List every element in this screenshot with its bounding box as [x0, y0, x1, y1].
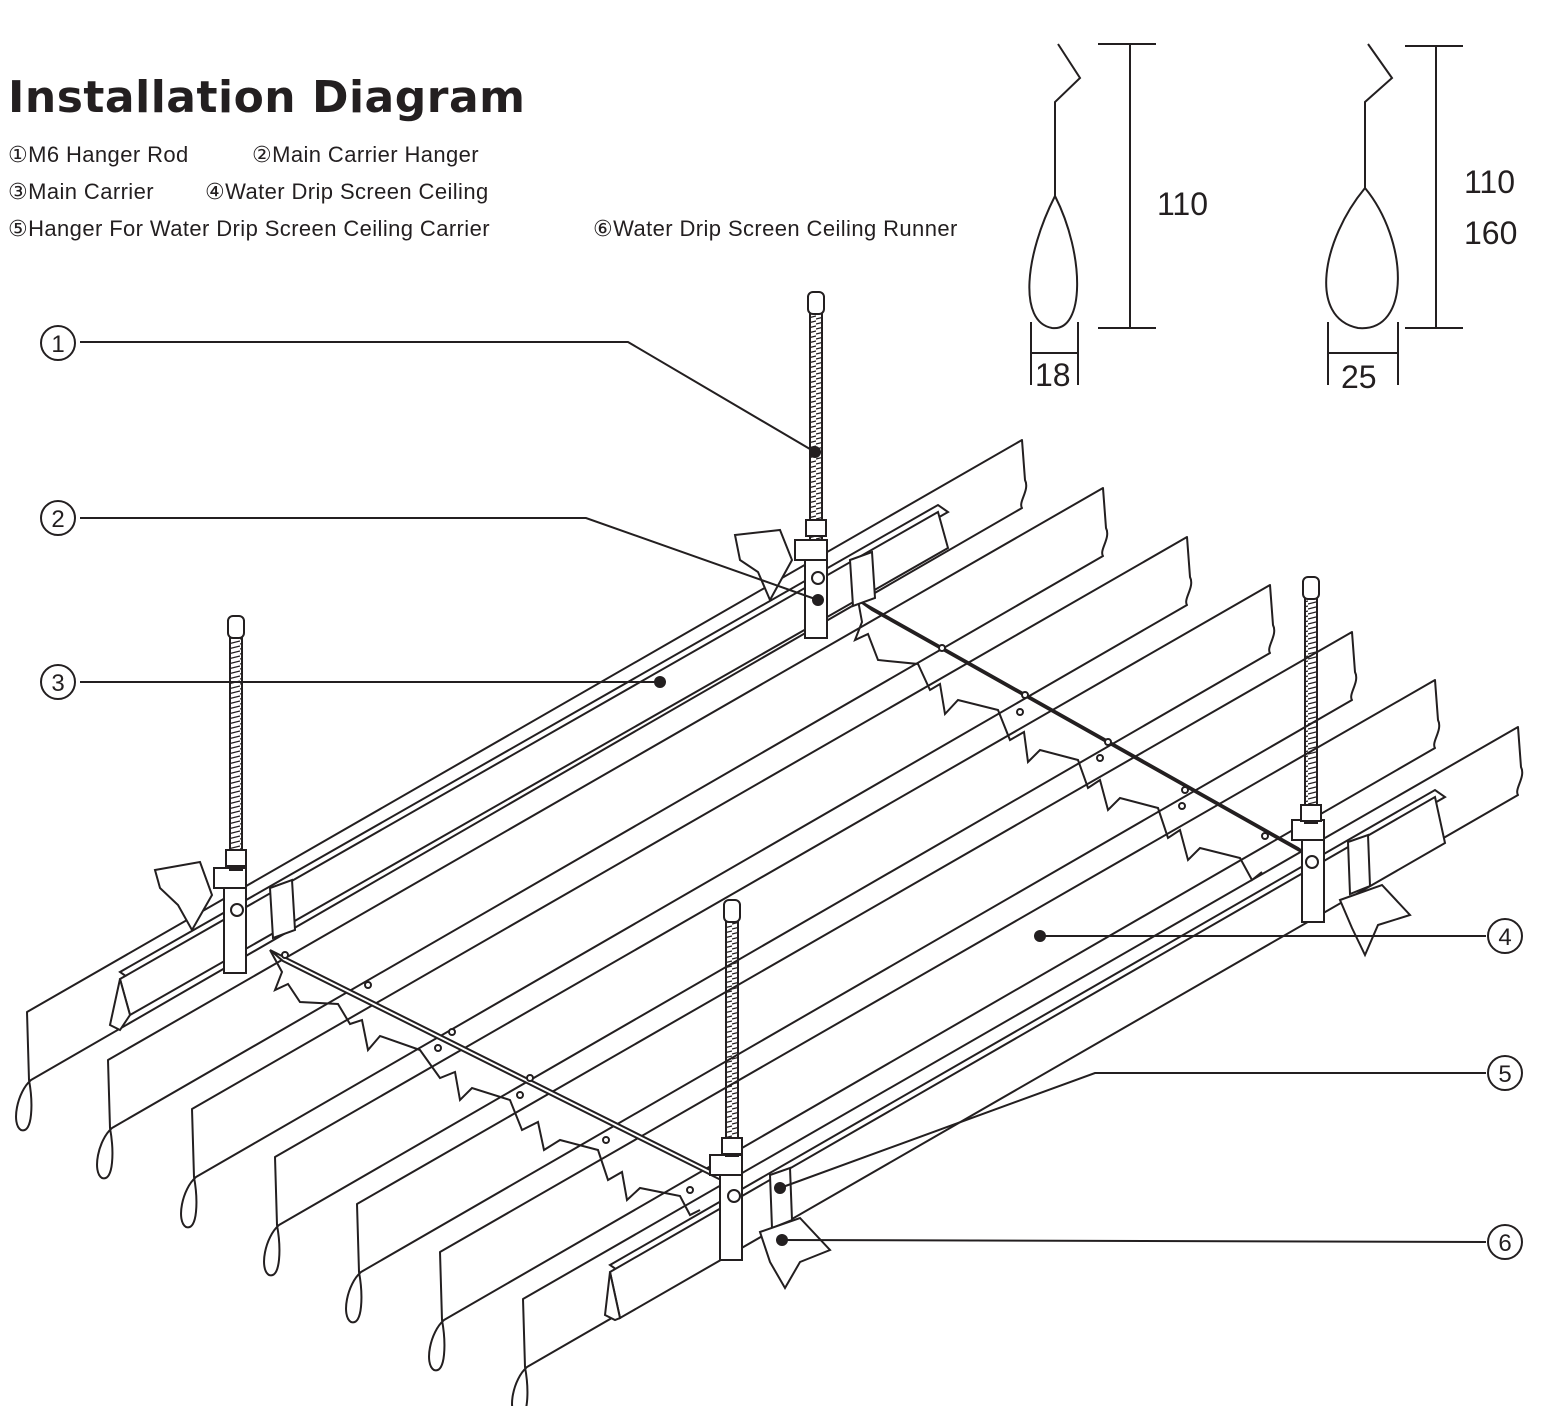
- callout-number: 4: [1498, 924, 1511, 951]
- leader-dots: [654, 446, 1046, 1246]
- legend-label: Hanger For Water Drip Screen Ceiling Car…: [28, 216, 490, 241]
- screen-ceiling-strip: [96, 487, 1109, 1180]
- dimension-height-b: 160: [1464, 215, 1517, 251]
- hanger-rod-near-left: [721, 899, 743, 1157]
- main-carrier-hanger-far-right: [733, 528, 877, 639]
- callout-number: 1: [51, 331, 64, 358]
- profile-outline: [1325, 43, 1399, 330]
- legend-item-hanger-rod: ①M6 Hanger Rod: [8, 142, 189, 168]
- profile-section-18: [1028, 43, 1156, 385]
- callout-1: 1: [40, 325, 76, 361]
- main-carrier-near: [603, 788, 1447, 1322]
- main-carrier-far: [108, 503, 950, 1032]
- leader-line-5: [779, 1072, 1486, 1189]
- callout-number: 5: [1498, 1061, 1511, 1088]
- legend-item-screen-ceiling: ④Water Drip Screen Ceiling: [205, 179, 489, 205]
- callout-3: 3: [40, 664, 76, 700]
- dimension-height-a: 110: [1464, 164, 1515, 200]
- legend-number: ①: [8, 143, 29, 168]
- legend-item-runner: ⑥Water Drip Screen Ceiling Runner: [593, 216, 958, 242]
- leader-dot: [809, 446, 821, 458]
- dimension-height: 110: [1157, 186, 1208, 222]
- legend-number: ⑥: [593, 217, 614, 242]
- hanger-rod-far-left: [225, 615, 247, 871]
- dimension-width: 25: [1341, 359, 1377, 395]
- legend-label: M6 Hanger Rod: [28, 142, 189, 167]
- dimension-width: 18: [1035, 357, 1071, 393]
- legend-item-main-carrier-hanger: ②Main Carrier Hanger: [252, 142, 479, 168]
- callout-number: 2: [51, 506, 64, 533]
- legend-number: ②: [252, 143, 273, 168]
- legend-item-carrier-hanger: ⑤Hanger For Water Drip Screen Ceiling Ca…: [8, 216, 490, 242]
- leader-dot: [812, 594, 824, 606]
- legend-item-main-carrier: ③Main Carrier: [8, 179, 154, 205]
- callout-2: 2: [40, 500, 76, 536]
- legend-label: Main Carrier Hanger: [272, 142, 480, 167]
- profile-outline: [1028, 43, 1082, 330]
- screen-ceiling-strip: [263, 584, 1276, 1277]
- legend-number: ④: [205, 180, 226, 205]
- callout-number: 6: [1498, 1230, 1511, 1257]
- leader-lines: [80, 341, 1487, 1243]
- leader-dot: [1034, 930, 1046, 942]
- screen-ceiling-strip: [345, 631, 1358, 1324]
- leader-dot: [774, 1182, 786, 1194]
- legend-label: Water Drip Screen Ceiling: [225, 179, 489, 204]
- hanger-rod-far-right: [805, 291, 827, 541]
- legend-label: Main Carrier: [28, 179, 154, 204]
- callout-4: 4: [1487, 918, 1523, 954]
- leader-line-1: [80, 341, 816, 453]
- hanger-rod-near-right: [1300, 576, 1322, 824]
- screen-ceiling-strip: [180, 536, 1193, 1229]
- callout-number: 3: [51, 670, 64, 697]
- main-carrier-hanger-near-left: [709, 1154, 832, 1291]
- main-carrier-hanger-far-left: [153, 860, 297, 974]
- page-title: Installation Diagram: [8, 72, 526, 123]
- callout-6: 6: [1487, 1224, 1523, 1260]
- profile-section-25: [1325, 43, 1463, 385]
- main-carrier-hanger-near-right: [1291, 819, 1412, 958]
- callout-5: 5: [1487, 1055, 1523, 1091]
- leader-dot: [654, 676, 666, 688]
- leader-line-6: [781, 1239, 1487, 1243]
- legend-number: ③: [8, 180, 29, 205]
- leader-line-2: [80, 517, 819, 601]
- legend-number: ⑤: [8, 217, 29, 242]
- leader-dot: [776, 1234, 788, 1246]
- legend-label: Water Drip Screen Ceiling Runner: [613, 216, 958, 241]
